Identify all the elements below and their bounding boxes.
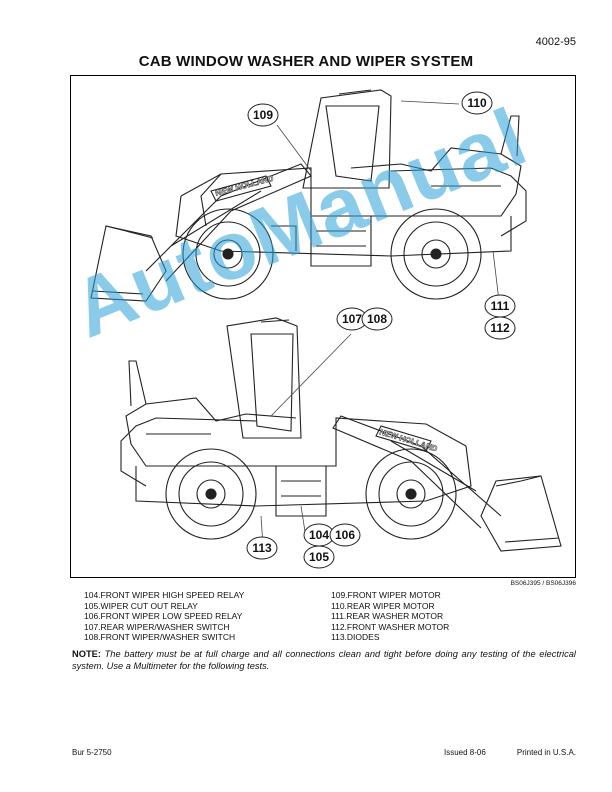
callout-label-110: 110 <box>467 96 487 110</box>
legend-item: 108.FRONT WIPER/WASHER SWITCH <box>84 632 236 643</box>
callout-113 <box>246 536 278 560</box>
legend-item: 112.FRONT WASHER MOTOR <box>331 621 450 632</box>
callout-106 <box>329 523 361 547</box>
footer-issued: Issued 8-06 <box>444 748 486 757</box>
callout-108 <box>361 307 393 331</box>
callout-label-107: 107 <box>342 312 362 326</box>
callout-label-111: 111 <box>491 299 510 313</box>
legend-left: 104.FRONT WIPER HIGH SPEED RELAY 105.WIP… <box>84 590 244 643</box>
page-number: 4002-95 <box>535 36 576 48</box>
callout-112 <box>484 316 516 340</box>
legend-item: 110.REAR WIPER MOTOR <box>331 600 435 611</box>
wheel-loader-illustration: 109 110 111 112 107 108 104 106 105 113 … <box>90 89 562 569</box>
legend-right: 109.FRONT WIPER MOTOR 110.REAR WIPER MOT… <box>331 590 449 643</box>
page-title: CAB WINDOW WASHER AND WIPER SYSTEM <box>138 53 474 70</box>
callout-109 <box>247 103 279 127</box>
callout-label-104: 104 <box>309 528 329 542</box>
legend-item: 107.REAR WIPER/WASHER SWITCH <box>84 621 230 632</box>
loader-side-view-top <box>90 89 527 302</box>
callout-label-108: 108 <box>367 312 387 326</box>
loader-side-view-bottom <box>120 317 562 552</box>
figure-frame: 109 110 111 112 107 108 104 106 105 113 … <box>70 75 576 578</box>
note-paragraph: NOTE: The battery must be at full charge… <box>72 648 576 672</box>
legend-item: 105.WIPER CUT OUT RELAY <box>84 600 198 611</box>
callout-label-105: 105 <box>309 550 329 564</box>
callout-label-112: 112 <box>490 321 510 335</box>
legend-item: 113.DIODES <box>331 632 380 643</box>
note-text: The battery must be at full charge and a… <box>72 649 576 671</box>
callout-label-113: 113 <box>252 541 272 555</box>
legend-item: 109.FRONT WIPER MOTOR <box>331 590 441 600</box>
footer-printed: Printed in U.S.A. <box>516 748 576 757</box>
figure-code: BS06J395 / BS06J396 <box>510 580 576 587</box>
legend-item: 106.FRONT WIPER LOW SPEED RELAY <box>84 611 243 622</box>
callout-label-106: 106 <box>335 528 355 542</box>
callout-110 <box>461 91 493 115</box>
callout-105 <box>303 545 335 569</box>
legend-item: 104.FRONT WIPER HIGH SPEED RELAY <box>84 590 245 600</box>
legend-item: 111.REAR WASHER MOTOR <box>331 611 444 622</box>
footer-doc-number: Bur 5-2750 <box>72 748 112 757</box>
note-label: NOTE: <box>72 649 101 659</box>
callout-label-109: 109 <box>253 108 273 122</box>
